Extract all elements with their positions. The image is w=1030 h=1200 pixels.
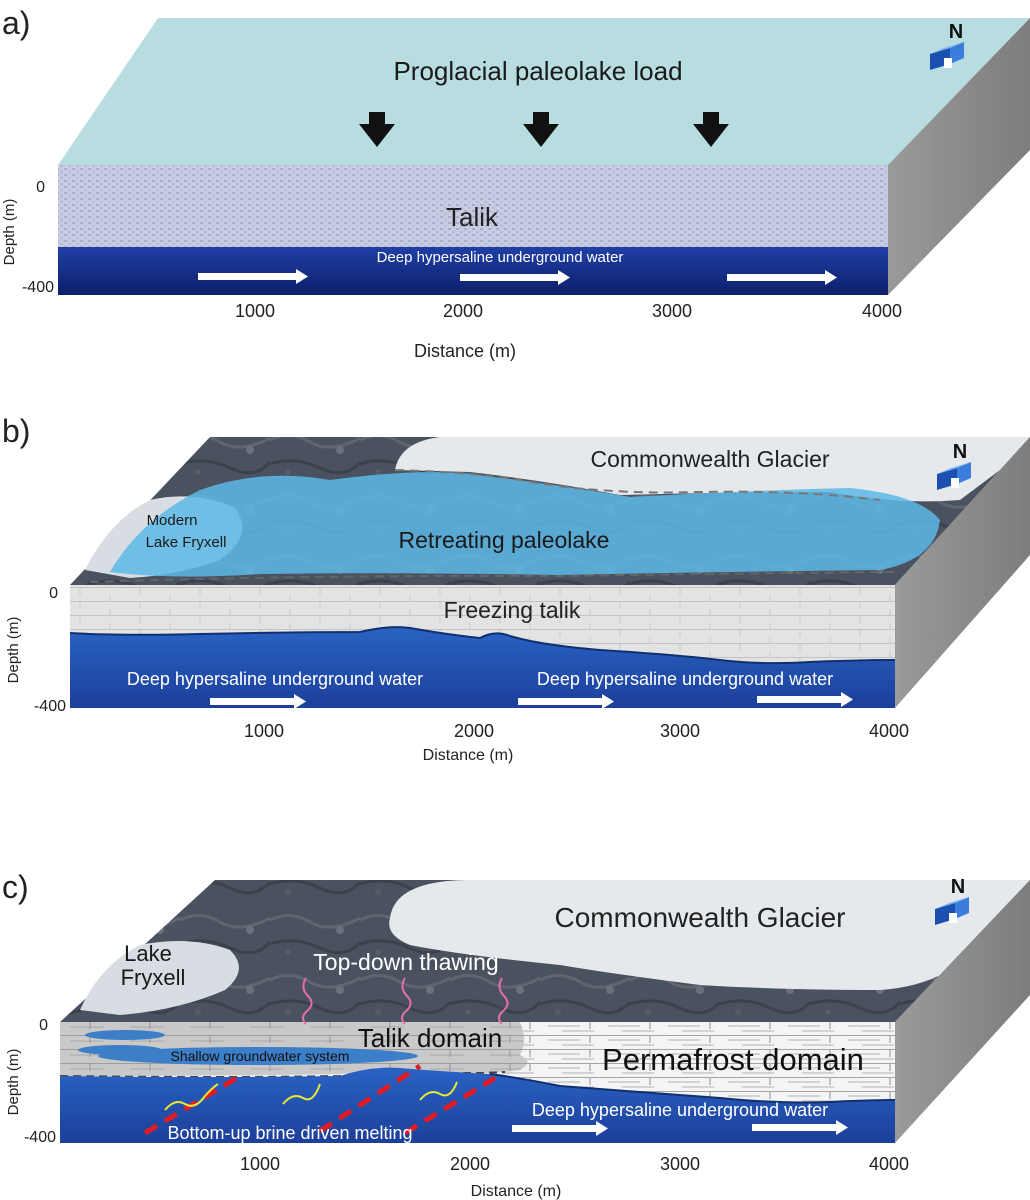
panel-b-letter: b)	[2, 413, 30, 449]
depth-tick-400: -400	[22, 279, 54, 296]
brine-fracture-line	[318, 1063, 422, 1134]
glacier-label: Commonwealth Glacier	[590, 446, 829, 472]
glacier-label: Commonwealth Glacier	[555, 902, 846, 933]
shallow-groundwater-lens	[98, 1047, 418, 1065]
depth-tick-0: 0	[39, 1017, 48, 1034]
x-tick: 2000	[450, 1154, 490, 1174]
talik-label: Talik	[446, 202, 499, 232]
panel-b: b) Commonwealth Glacier Modern Lake Fryx…	[2, 413, 1030, 764]
x-tick: 1000	[240, 1154, 280, 1174]
block-side-face	[888, 18, 1030, 295]
depth-tick-400: -400	[34, 698, 66, 715]
lake-area	[80, 941, 239, 1015]
deep-water-label: Deep hypersaline underground water	[532, 1100, 828, 1120]
flow-arrow	[460, 270, 570, 285]
load-arrow	[359, 112, 395, 147]
north-label: N	[949, 21, 963, 43]
flow-arrow	[518, 694, 614, 709]
north-label: N	[951, 876, 965, 898]
brine-melt-arrow-icon	[419, 1081, 458, 1101]
x-axis-label: Distance (m)	[423, 747, 514, 764]
load-arrow	[693, 112, 729, 147]
thaw-arrow-icon	[498, 977, 509, 1025]
depth-tick-0: 0	[49, 585, 58, 602]
shallow-groundwater-label: Shallow groundwater system	[171, 1048, 350, 1064]
permafrost-domain-label: Permafrost domain	[602, 1042, 864, 1077]
x-tick: 1000	[244, 721, 284, 741]
depth-axis-label: Depth (m)	[1, 199, 18, 266]
paleolake-load-label: Proglacial paleolake load	[393, 56, 682, 86]
thaw-arrow-icon	[401, 977, 412, 1025]
lake-label-line1: Lake	[124, 941, 172, 966]
bottom-up-melting-label: Bottom-up brine driven melting	[167, 1123, 412, 1143]
load-arrow	[523, 112, 559, 147]
deep-water-layer	[70, 627, 895, 708]
modern-lake-label-line2: Lake Fryxell	[146, 534, 227, 551]
flow-arrow	[752, 1120, 848, 1135]
panel-a-letter: a)	[2, 5, 30, 41]
north-arrow-icon	[935, 897, 969, 925]
flow-arrow	[757, 692, 853, 707]
thaw-label: Top-down thawing	[313, 949, 498, 975]
deep-water-layer	[58, 247, 888, 295]
panel-c-letter: c)	[2, 869, 29, 905]
deep-water-label-right: Deep hypersaline underground water	[537, 669, 833, 689]
lake-label-line2: Fryxell	[121, 965, 186, 990]
x-tick: 3000	[660, 1154, 700, 1174]
x-tick: 4000	[862, 301, 902, 321]
x-axis-label: Distance (m)	[471, 1183, 562, 1200]
brine-melt-arrow-icon	[282, 1083, 321, 1105]
paleolake-label: Retreating paleolake	[399, 527, 610, 553]
x-axis-label: Distance (m)	[414, 341, 516, 361]
panel-a: a) Proglacial paleolake load Talik Deep …	[1, 5, 1030, 361]
paleolake-shoreline	[394, 469, 881, 501]
paleolake-area	[110, 472, 940, 577]
brine-fracture-line	[143, 1073, 242, 1136]
deep-water-label: Deep hypersaline underground water	[377, 249, 624, 266]
x-tick: 4000	[869, 721, 909, 741]
flow-arrow	[210, 694, 306, 709]
x-tick: 1000	[235, 301, 275, 321]
deep-water-layer	[60, 1067, 895, 1143]
glacier-area	[389, 880, 1030, 990]
depth-axis-label: Depth (m)	[5, 617, 22, 684]
north-label: N	[953, 441, 967, 463]
x-tick: 3000	[660, 721, 700, 741]
x-tick: 3000	[652, 301, 692, 321]
north-arrow-icon	[930, 42, 964, 70]
paleolake-southern-shoreline	[89, 571, 896, 583]
x-tick: 2000	[454, 721, 494, 741]
talik-domain-label: Talik domain	[358, 1023, 503, 1053]
block-side-face	[895, 880, 1030, 1143]
depth-tick-400: -400	[24, 1129, 56, 1146]
glacier-area	[395, 437, 1030, 502]
x-tick: 4000	[869, 1154, 909, 1174]
depth-axis-label: Depth (m)	[5, 1049, 22, 1116]
block-side-face	[895, 437, 1030, 708]
freezing-talik-label: Freezing talik	[444, 597, 581, 623]
modern-lake-label-line1: Modern	[147, 512, 198, 529]
north-arrow-icon	[937, 462, 971, 490]
water-interface-line	[489, 1073, 896, 1104]
x-tick: 2000	[443, 301, 483, 321]
water-interface-line	[69, 626, 896, 665]
flow-arrow	[512, 1121, 608, 1136]
talik-layer	[58, 165, 888, 247]
thaw-arrow-icon	[302, 977, 313, 1025]
deep-water-label-left: Deep hypersaline underground water	[127, 669, 423, 689]
flow-arrow	[727, 270, 837, 285]
paleolake-top-face	[58, 18, 1030, 165]
depth-tick-0: 0	[36, 179, 45, 196]
flow-arrow	[198, 269, 308, 284]
brine-melt-arrow-icon	[164, 1083, 219, 1111]
panel-c: c) Commonwealth Glacier Lake Fryxell	[2, 869, 1030, 1200]
shallow-groundwater-lens	[85, 1030, 165, 1040]
brine-fracture-line	[403, 1075, 497, 1136]
